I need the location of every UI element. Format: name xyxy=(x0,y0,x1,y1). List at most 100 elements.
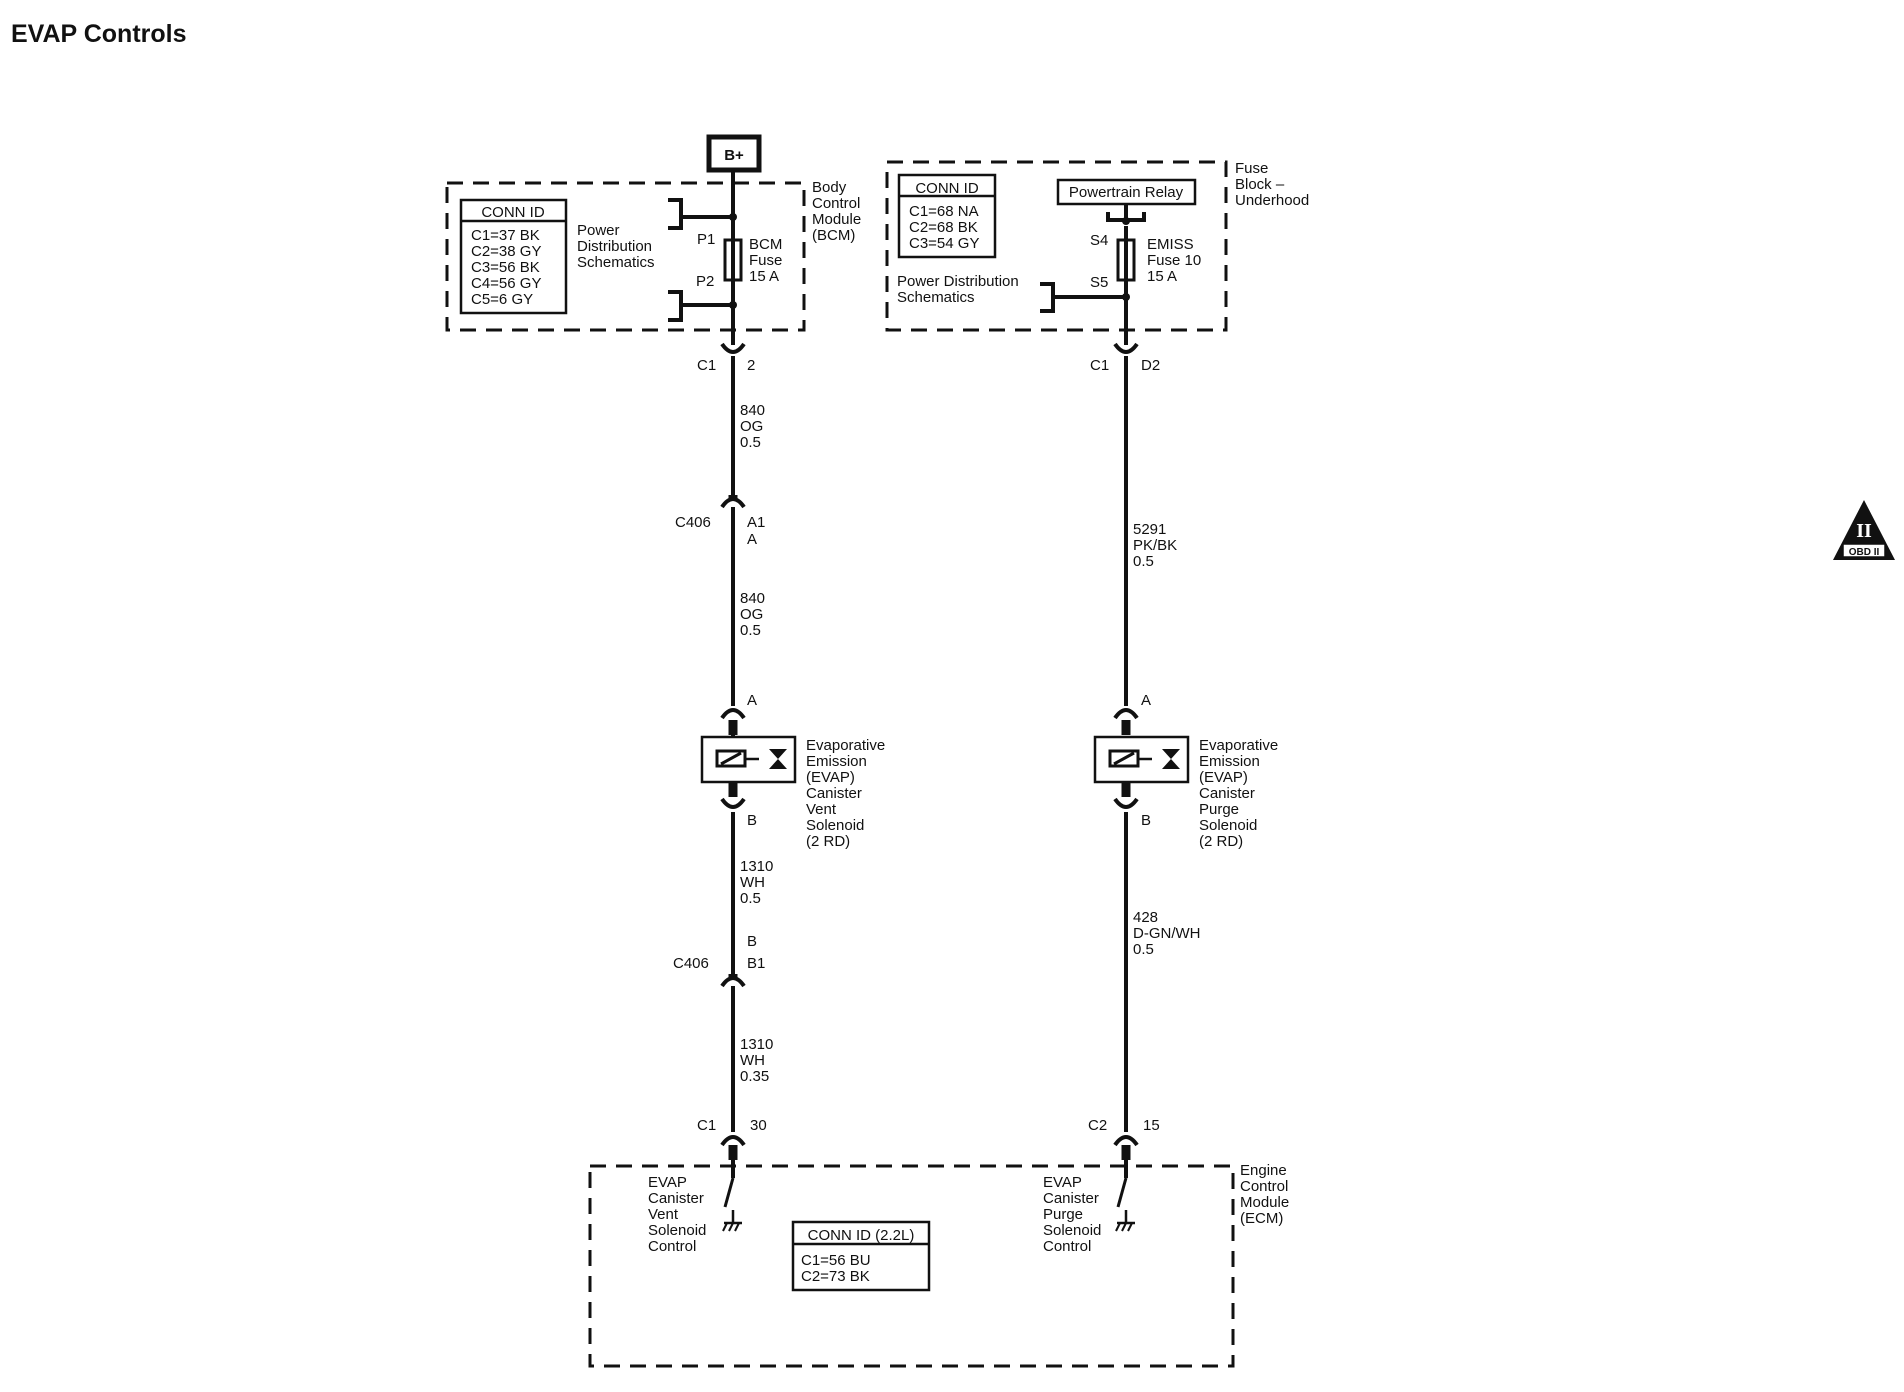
svg-text:Canister: Canister xyxy=(1043,1190,1099,1207)
svg-text:Canister: Canister xyxy=(1199,785,1255,802)
svg-text:Purge: Purge xyxy=(1043,1206,1083,1223)
svg-text:B1: B1 xyxy=(747,955,765,972)
left-c1-connector: C1 2 xyxy=(697,330,755,374)
svg-text:0.5: 0.5 xyxy=(740,622,761,639)
purge-control-label: EVAP Canister Purge Solenoid Control xyxy=(1043,1174,1101,1255)
battery-positive-terminal: B+ xyxy=(706,134,762,173)
svg-text:Evaporative: Evaporative xyxy=(806,737,885,754)
svg-text:A: A xyxy=(747,531,757,548)
svg-text:0.35: 0.35 xyxy=(740,1068,769,1085)
bcm-module: Body Control Module (BCM) CONN ID C1=37 … xyxy=(445,179,861,332)
bcm-fuse-label: BCM Fuse 15 A xyxy=(749,236,782,285)
svg-text:Solenoid: Solenoid xyxy=(806,817,864,834)
svg-text:15: 15 xyxy=(1143,1117,1160,1134)
svg-text:C2=73 BK: C2=73 BK xyxy=(801,1268,870,1285)
left-c406-connector: C406 A1 A xyxy=(675,495,765,548)
svg-text:OBD II: OBD II xyxy=(1849,547,1880,558)
svg-text:C2=68 BK: C2=68 BK xyxy=(909,219,978,236)
ecm-module: Engine Control Module (ECM) EVAP Caniste… xyxy=(588,1162,1289,1368)
svg-text:CONN ID: CONN ID xyxy=(481,204,545,221)
svg-text:WH: WH xyxy=(740,874,765,891)
bcm-p2-label: P2 xyxy=(696,273,714,290)
svg-text:CONN ID (2.2L): CONN ID (2.2L) xyxy=(808,1227,915,1244)
purge-solenoid-name: Evaporative Emission (EVAP) Canister Pur… xyxy=(1199,737,1278,850)
svg-text:Fuse 10: Fuse 10 xyxy=(1147,252,1201,269)
svg-text:Distribution: Distribution xyxy=(577,238,652,255)
bcm-name: Body Control Module (BCM) xyxy=(812,179,861,244)
svg-text:Schematics: Schematics xyxy=(897,289,975,306)
fuse-block-conn-id-table: CONN ID C1=68 NA C2=68 BK C3=54 GY xyxy=(897,173,997,259)
svg-text:OG: OG xyxy=(740,418,763,435)
purge-solenoid-pin-b: B xyxy=(1141,812,1151,829)
svg-text:Schematics: Schematics xyxy=(577,254,655,271)
svg-text:Power: Power xyxy=(577,222,620,239)
bcm-power-distribution-ref: Power Distribution Schematics xyxy=(577,222,655,271)
svg-text:Evaporative: Evaporative xyxy=(1199,737,1278,754)
fuse-block-s5-label: S5 xyxy=(1090,274,1108,291)
svg-text:C406: C406 xyxy=(675,514,711,531)
svg-text:Power Distribution: Power Distribution xyxy=(897,273,1019,290)
svg-text:Emission: Emission xyxy=(1199,753,1260,770)
purge-solenoid: A B Evaporative Emission (EVAP) Canister… xyxy=(1093,692,1278,850)
svg-text:Module: Module xyxy=(812,211,861,228)
svg-text:Fuse: Fuse xyxy=(749,252,782,269)
svg-text:BCM: BCM xyxy=(749,236,782,253)
svg-text:0.5: 0.5 xyxy=(740,890,761,907)
svg-text:Canister: Canister xyxy=(648,1190,704,1207)
svg-text:Powertrain Relay: Powertrain Relay xyxy=(1069,184,1184,201)
svg-text:Canister: Canister xyxy=(806,785,862,802)
bcm-p1-label: P1 xyxy=(697,231,715,248)
svg-text:15 A: 15 A xyxy=(749,268,779,285)
svg-text:Control: Control xyxy=(1043,1238,1091,1255)
svg-text:(ECM): (ECM) xyxy=(1240,1210,1283,1227)
svg-text:C1: C1 xyxy=(1090,357,1109,374)
left-c406b-connector: B C406 B1 xyxy=(673,933,765,988)
svg-text:C3=54 GY: C3=54 GY xyxy=(909,235,979,252)
svg-text:C2: C2 xyxy=(1088,1117,1107,1134)
svg-text:1310: 1310 xyxy=(740,858,773,875)
svg-text:D2: D2 xyxy=(1141,357,1160,374)
svg-text:0.5: 0.5 xyxy=(1133,553,1154,570)
powertrain-relay-label: Powertrain Relay xyxy=(1056,178,1197,206)
emiss-fuse-label: EMISS Fuse 10 15 A xyxy=(1147,236,1201,285)
fuse-block-name: Fuse Block – Underhood xyxy=(1235,160,1309,209)
svg-text:C1: C1 xyxy=(697,1117,716,1134)
purge-control-switch xyxy=(1115,1166,1135,1232)
ecm-name: Engine Control Module (ECM) xyxy=(1240,1162,1289,1227)
vent-solenoid: A B Evaporative Emission (EVAP) Canister… xyxy=(700,692,885,850)
svg-text:Underhood: Underhood xyxy=(1235,192,1309,209)
bplus-label: B+ xyxy=(724,147,744,164)
svg-text:EVAP: EVAP xyxy=(1043,1174,1082,1191)
left-ecm-connector: C1 30 xyxy=(697,1117,767,1160)
svg-text:Fuse: Fuse xyxy=(1235,160,1268,177)
svg-text:(2 RD): (2 RD) xyxy=(1199,833,1243,850)
fuse-block-underhood: Fuse Block – Underhood CONN ID C1=68 NA … xyxy=(885,160,1309,332)
obd-ii-icon: II OBD II xyxy=(1833,500,1895,560)
ecm-conn-id-table: CONN ID (2.2L) C1=56 BU C2=73 BK xyxy=(791,1220,931,1292)
svg-text:B: B xyxy=(747,933,757,950)
svg-text:Solenoid: Solenoid xyxy=(648,1222,706,1239)
svg-text:Control: Control xyxy=(648,1238,696,1255)
svg-text:(EVAP): (EVAP) xyxy=(1199,769,1248,786)
svg-text:EMISS: EMISS xyxy=(1147,236,1194,253)
svg-text:0.5: 0.5 xyxy=(740,434,761,451)
bcm-conn-id-table: CONN ID C1=37 BK C2=38 GY C3=56 BK C4=56… xyxy=(459,198,568,315)
svg-text:C1: C1 xyxy=(697,357,716,374)
svg-text:Control: Control xyxy=(1240,1178,1288,1195)
svg-text:(BCM): (BCM) xyxy=(812,227,855,244)
svg-text:C2=38 GY: C2=38 GY xyxy=(471,243,541,260)
svg-text:Body: Body xyxy=(812,179,847,196)
purge-solenoid-pin-a: A xyxy=(1141,692,1151,709)
fuse-block-s4-label: S4 xyxy=(1090,232,1108,249)
svg-text:D-GN/WH: D-GN/WH xyxy=(1133,925,1201,942)
vent-control-switch xyxy=(722,1166,742,1232)
svg-text:Block –: Block – xyxy=(1235,176,1285,193)
svg-text:428: 428 xyxy=(1133,909,1158,926)
svg-text:2: 2 xyxy=(747,357,755,374)
page-title: EVAP Controls xyxy=(11,20,187,48)
vent-control-label: EVAP Canister Vent Solenoid Control xyxy=(648,1174,706,1255)
svg-text:PK/BK: PK/BK xyxy=(1133,537,1177,554)
svg-text:C1=68 NA: C1=68 NA xyxy=(909,203,979,220)
svg-text:15 A: 15 A xyxy=(1147,268,1177,285)
